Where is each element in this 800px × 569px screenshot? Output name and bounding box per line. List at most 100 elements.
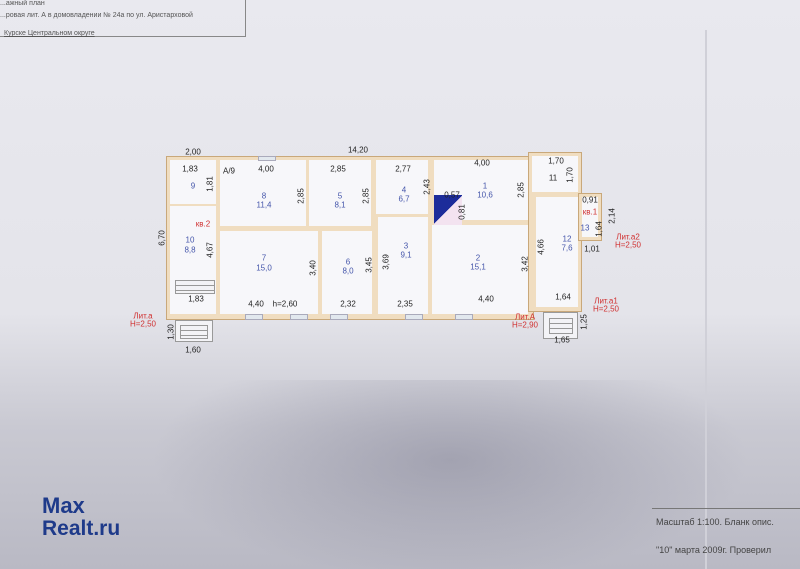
dimension: 2,85 [330, 164, 346, 174]
dimension: 2,14 [607, 208, 617, 224]
dimension: 1,30 [166, 324, 176, 340]
window [258, 156, 276, 161]
room-number: 4 [401, 185, 407, 195]
room-8 [220, 160, 306, 226]
paper-edge [705, 30, 707, 569]
room-area: 9,1 [400, 250, 412, 260]
dimension: 1,83 [182, 164, 198, 174]
room-number: 8 [261, 191, 267, 201]
dimension: 2,77 [395, 164, 411, 174]
room-area: 8,0 [342, 266, 354, 276]
room-12 [536, 197, 578, 307]
dimension: 0,57 [444, 190, 460, 200]
apartment-label: кв.2 [195, 219, 211, 229]
window [290, 314, 308, 320]
room-area: 8,8 [184, 245, 196, 255]
window [330, 314, 348, 320]
room-number: 5 [337, 191, 343, 201]
window [455, 314, 473, 320]
room-13 [582, 197, 598, 237]
room-5 [309, 160, 371, 226]
room-area: 8,1 [334, 200, 346, 210]
dimension: 1,65 [554, 335, 570, 345]
dimension: 2,85 [296, 188, 306, 204]
liter-height: H=2,50 [129, 319, 157, 329]
room-6 [322, 231, 372, 314]
room-number: 10 [185, 235, 195, 245]
room-number: 1 [482, 181, 488, 191]
room-number: 3 [403, 241, 409, 251]
room-10 [170, 206, 216, 314]
liter-name: Лит.а2 [616, 232, 640, 242]
document-header: ...ажный план ...ровая лит. А в домовлад… [0, 0, 246, 37]
room-area: 15,1 [470, 262, 486, 272]
room-9 [170, 160, 216, 204]
room-number: 12 [562, 234, 572, 244]
room-area: 15,0 [256, 263, 272, 273]
room-marker: А/9 [222, 166, 236, 176]
room-number: 9 [190, 181, 196, 191]
liter-name: Лит.а [133, 311, 153, 321]
dimension: 1,81 [205, 176, 215, 192]
dimension: 2,43 [422, 179, 432, 195]
dimension: 14,20 [347, 145, 369, 155]
watermark-line1: Max [42, 493, 85, 518]
apartment-label: кв.1 [582, 207, 598, 217]
stamp-line: "10" марта 2009г. Проверил [656, 545, 772, 555]
shadow [150, 380, 750, 569]
liter-height: H=2,50 [614, 240, 642, 250]
header-line: ...ажный план [0, 0, 45, 7]
liter-height: H=2,90 [511, 320, 539, 330]
dimension: 2,85 [361, 188, 371, 204]
dimension: 3,69 [381, 254, 391, 270]
room-3 [378, 217, 428, 314]
dimension: 2,35 [397, 299, 413, 309]
document-stamp: Масштаб 1:100. Бланк опис. "10" марта 20… [652, 508, 800, 569]
ceiling-height: h=2,60 [272, 299, 298, 309]
room-7 [220, 231, 318, 314]
dimension: 1,70 [548, 156, 564, 166]
dimension: 2,32 [340, 299, 356, 309]
liter-name: Лит.А [514, 312, 536, 322]
room-area: 6,7 [398, 194, 410, 204]
stamp-line: Масштаб 1:100. Бланк опис. [656, 517, 774, 527]
dimension: 1,64 [594, 221, 604, 237]
room-area: 10,6 [477, 190, 493, 200]
dimension: 4,40 [248, 299, 264, 309]
dimension: 1,60 [185, 345, 201, 355]
dimension: 0,91 [582, 195, 598, 205]
dimension: 3,40 [308, 260, 318, 276]
window [245, 314, 263, 320]
room-number: 2 [475, 253, 481, 263]
window [405, 314, 423, 320]
room-number: 7 [261, 253, 267, 263]
liter-height: H=2,50 [592, 304, 620, 314]
dimension: 2,00 [185, 147, 201, 157]
bathroom-fixture [434, 195, 462, 225]
dimension: 1,83 [188, 294, 204, 304]
room-4 [376, 160, 428, 214]
room-11 [532, 156, 578, 192]
dimension: 1,70 [565, 167, 575, 183]
room-area: 7,6 [561, 243, 573, 253]
dimension: 6,70 [157, 230, 167, 246]
room-number: 6 [345, 257, 351, 267]
dimension: 1,25 [579, 314, 589, 330]
stairs-inner [175, 280, 215, 294]
dimension: 1,64 [555, 292, 571, 302]
header-line: Курске Центральном округе [4, 30, 95, 37]
dimension: 4,67 [205, 242, 215, 258]
room-number: 13 [580, 223, 590, 233]
dimension: 3,45 [364, 257, 374, 273]
room-area: 11,4 [256, 200, 272, 210]
dimension: 1,01 [584, 244, 600, 254]
dimension: 2,85 [516, 182, 526, 198]
watermark-line2: Realt.ru [42, 517, 121, 540]
header-line: ...ровая лит. А в домовладении № 24а по … [0, 12, 193, 19]
dimension: 4,00 [258, 164, 274, 174]
dimension: 4,66 [536, 239, 546, 255]
dimension: 4,00 [474, 158, 490, 168]
room-2 [432, 225, 528, 314]
room-number: 11 [548, 173, 558, 183]
